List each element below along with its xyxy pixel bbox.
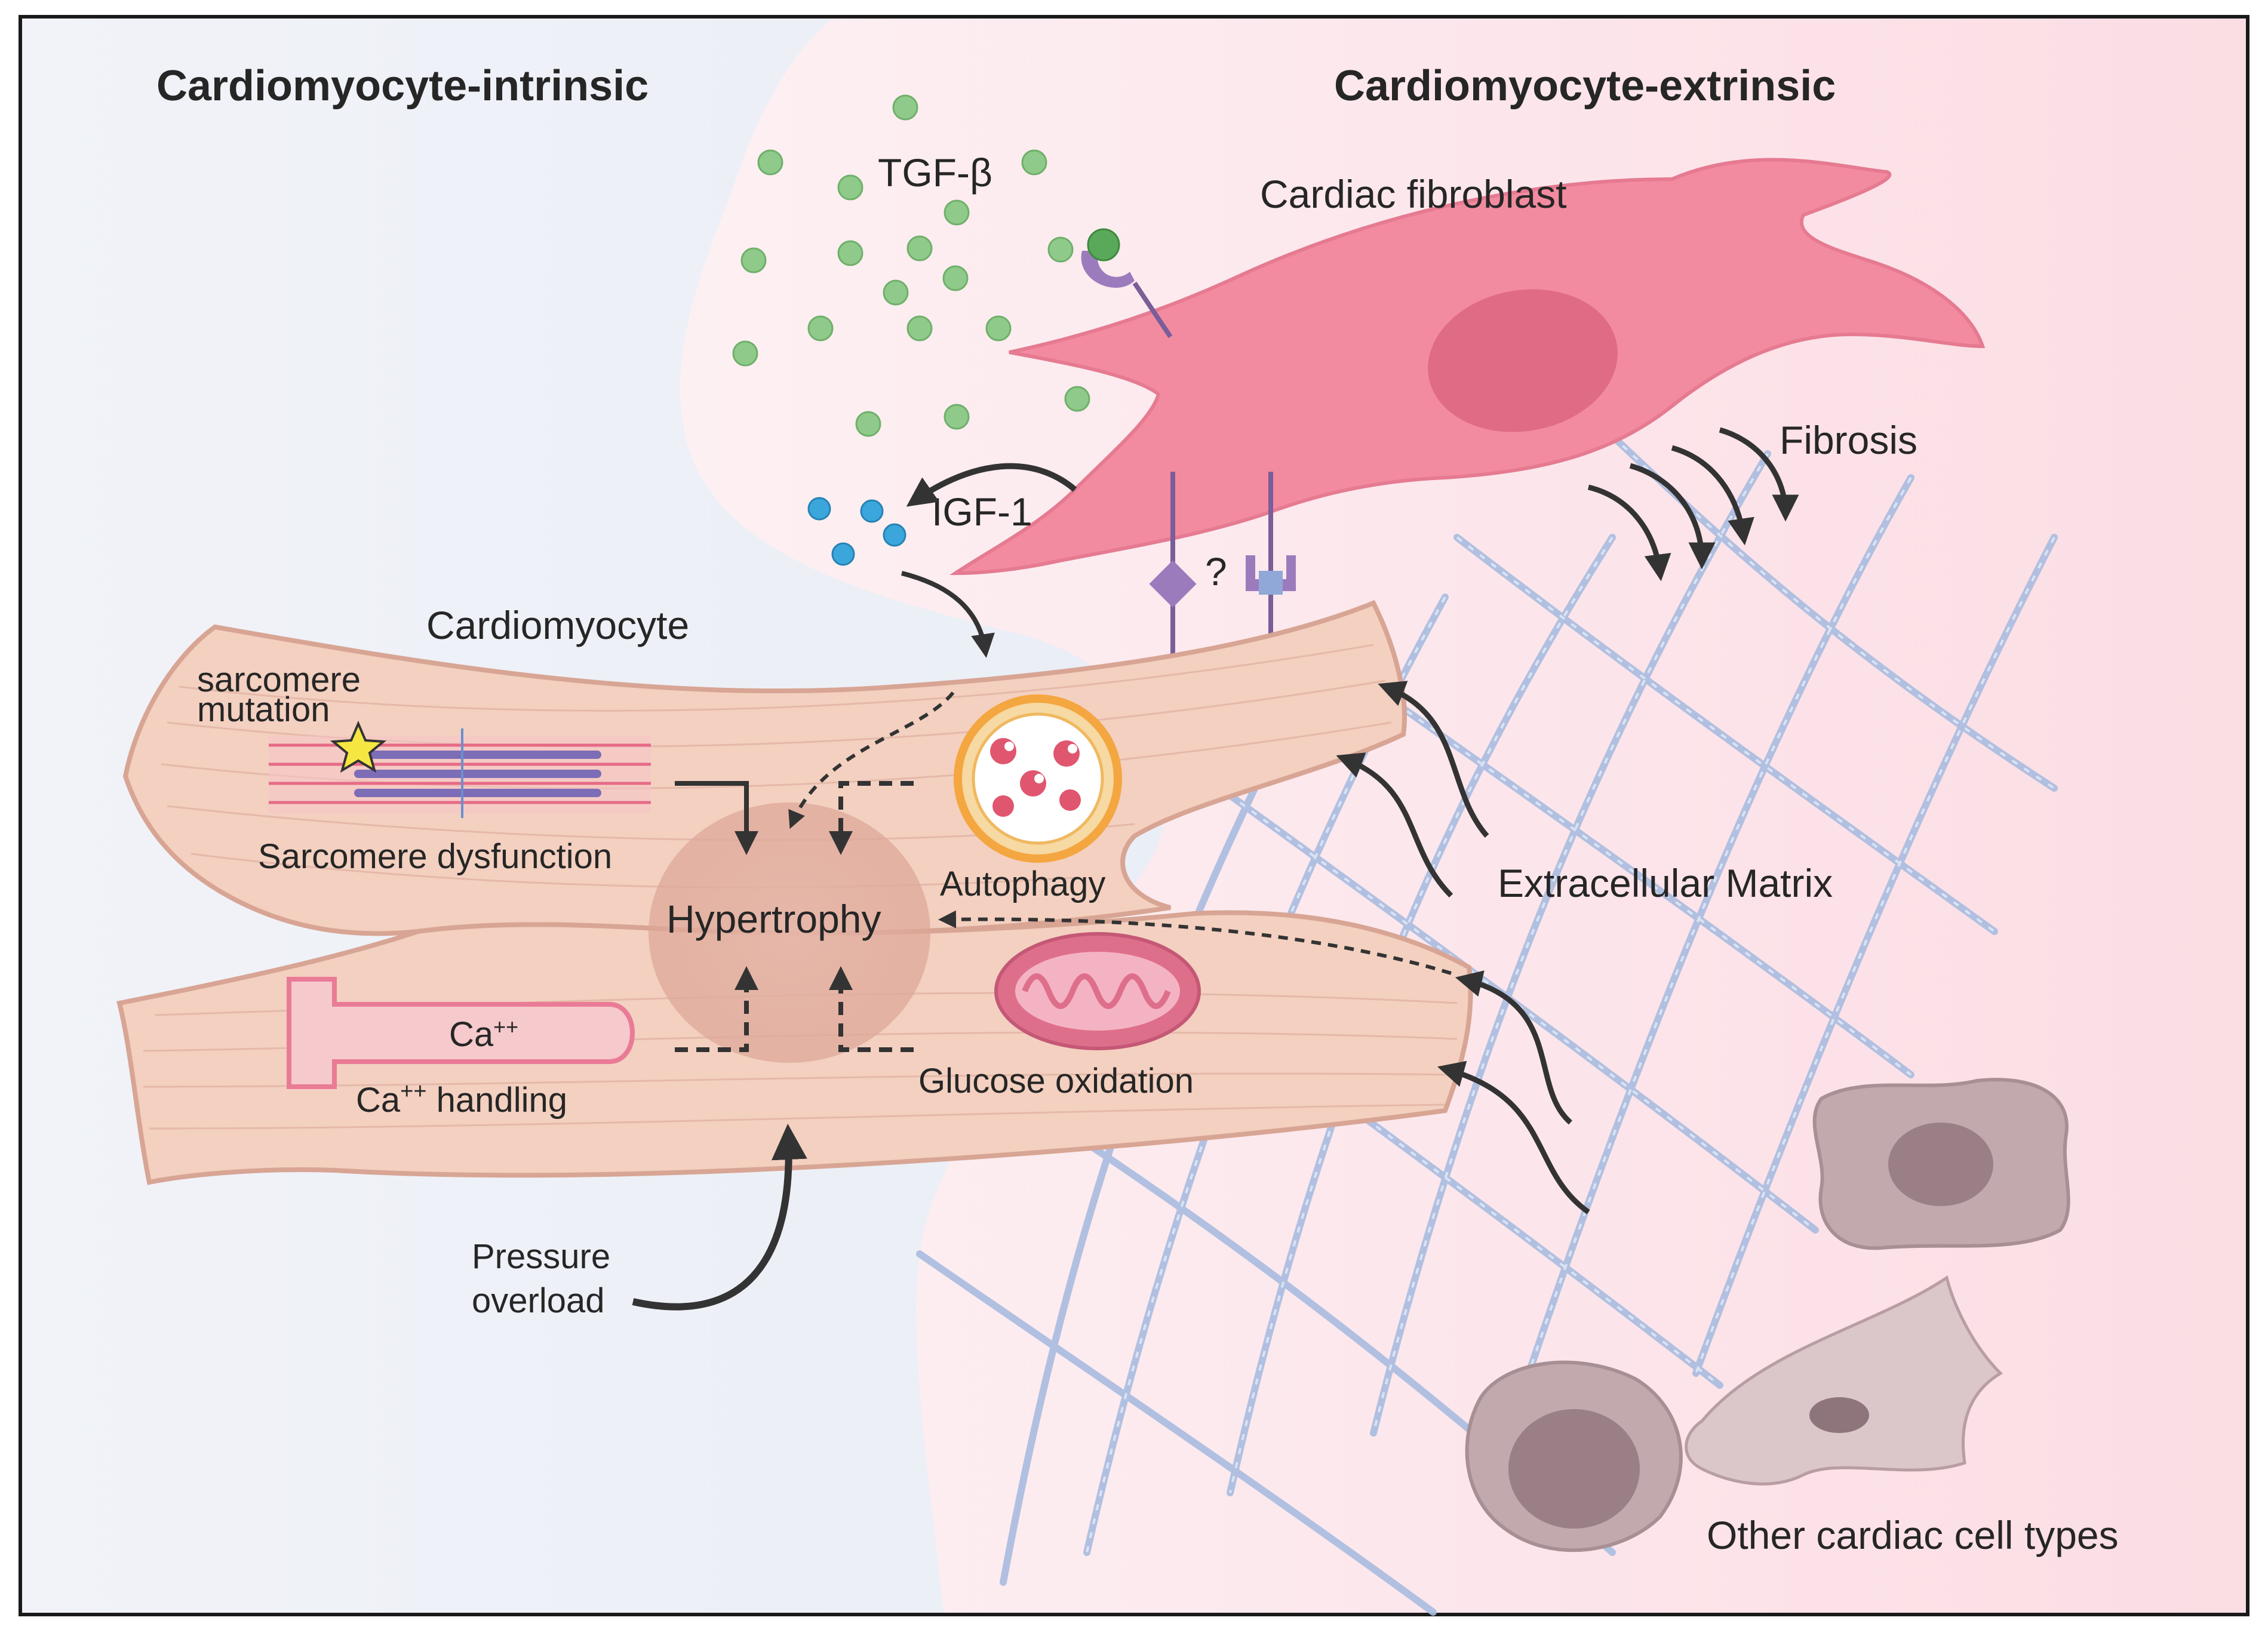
other-cell-irregular: [1812, 1078, 2070, 1250]
igf-1-particles: [807, 497, 906, 566]
pressure-overload-label-2: overload: [472, 1281, 604, 1320]
fibrosis-label: Fibrosis: [1780, 418, 1917, 462]
extracellular-matrix-label: Extracellular Matrix: [1498, 861, 1833, 905]
ca-store: [287, 977, 635, 1089]
sarcomere-mutation-star: [330, 720, 387, 773]
hypertrophy-label: Hypertrophy: [666, 897, 881, 941]
sarcomere-mutation-label-1: sarcomere: [197, 660, 361, 699]
unknown-receptor-label: ?: [1205, 549, 1227, 594]
header-extrinsic: Cardiomyocyte-extrinsic: [1334, 62, 1836, 110]
fibrosis-arrows: [1587, 427, 1799, 582]
fibroblast-nucleus: [1428, 289, 1618, 432]
mitochondrion: [994, 932, 1201, 1050]
ecm-to-hypertrophy-arrow: [938, 910, 1452, 975]
figure-border: [19, 15, 2249, 1616]
header-intrinsic: Cardiomyocyte-intrinsic: [156, 62, 649, 110]
cardiomyocyte-label: Cardiomyocyte: [426, 603, 689, 647]
autophagosome: [954, 694, 1122, 863]
igf-1-release-arrow: [906, 463, 1077, 507]
glucose-oxidation-label: Glucose oxidation: [918, 1062, 1194, 1100]
pressure-overload-label-1: Pressure: [472, 1237, 610, 1276]
other-cardiac-cell-types-label: Other cardiac cell types: [1707, 1513, 2119, 1557]
ca-to-hypertrophy-arrow: [675, 966, 758, 1052]
igf-1-label: IGF-1: [932, 490, 1032, 534]
ca-handling-label: Ca++ handling: [356, 1079, 567, 1120]
sarcomere-to-hypertrophy-arrow: [675, 781, 758, 855]
tgf-beta-particles: [732, 94, 1090, 437]
tgf-beta-label: TGF-β: [878, 150, 992, 195]
tgf-receptor: [1081, 228, 1173, 339]
cardiac-fibroblast-label: Cardiac fibroblast: [1260, 172, 1567, 216]
hypertrophy-zone: [649, 802, 930, 1063]
ca-store-label: Ca++: [449, 1014, 518, 1054]
ecm-to-cardiomyocyte-arrows: [1336, 681, 1590, 1214]
sarcomere-bundle: [269, 728, 651, 818]
autophagy-to-hypertrophy-arrow: [829, 781, 914, 855]
autophagy-label: Autophagy: [940, 865, 1105, 903]
pressure-overload-arrow: [632, 1124, 807, 1311]
sarcomere-mutation-label-2: mutation: [197, 690, 330, 729]
sarcomere-dysfunction-label: Sarcomere dysfunction: [258, 837, 612, 876]
glucose-to-hypertrophy-arrow: [829, 966, 914, 1052]
igf-1-signal-dashed-arrow: [788, 691, 955, 829]
igf-1-to-cardiomyocyte-arrow: [901, 571, 995, 658]
other-cell-round: [1465, 1360, 1683, 1552]
other-cell-star: [1685, 1275, 2003, 1486]
